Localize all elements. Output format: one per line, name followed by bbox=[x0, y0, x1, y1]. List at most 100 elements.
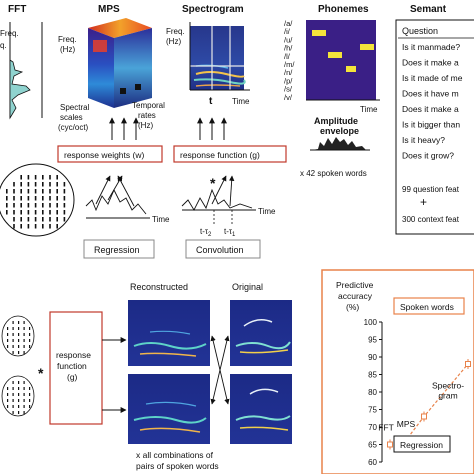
accuracy-point bbox=[387, 441, 393, 448]
recon-function-box bbox=[49, 311, 103, 425]
electrode bbox=[27, 182, 30, 187]
electrode bbox=[7, 399, 9, 402]
phoneme-labels: /a//i//u//h//l//m//n//p//s//v/ bbox=[284, 19, 295, 102]
question-item: Is it manmade? bbox=[402, 42, 460, 52]
phoneme-cell-2 bbox=[328, 52, 342, 58]
electrode bbox=[34, 196, 37, 201]
header-spectrogram: Spectrogram bbox=[182, 4, 244, 15]
y-tick-label: 95 bbox=[368, 336, 377, 345]
electrode bbox=[18, 333, 20, 336]
electrode bbox=[42, 210, 44, 215]
annotation-spectrogram: Spectro- bbox=[432, 381, 464, 391]
electrode bbox=[34, 175, 37, 180]
electrode bbox=[18, 345, 20, 348]
electrode bbox=[6, 210, 8, 215]
phoneme-count: x 42 spoken words bbox=[300, 169, 367, 178]
electrode bbox=[49, 210, 51, 215]
recon2-band-c bbox=[145, 401, 197, 407]
accuracy-regression-label: Regression bbox=[400, 440, 443, 450]
electrode bbox=[56, 196, 58, 201]
electrode bbox=[12, 339, 14, 342]
electrode bbox=[27, 196, 30, 201]
recon-function-1: response bbox=[56, 350, 91, 360]
accuracy-ylabel-2: accuracy bbox=[338, 291, 373, 301]
context-note: 300 context feat bbox=[402, 215, 460, 224]
spec-band-1 bbox=[195, 71, 245, 78]
electrode bbox=[12, 411, 14, 414]
electrode bbox=[18, 381, 20, 384]
electrode bbox=[23, 333, 25, 336]
function-box-label: response function (g) bbox=[180, 150, 260, 160]
electrode bbox=[29, 405, 31, 408]
accuracy-point bbox=[465, 361, 471, 367]
regression-arrow-3 bbox=[117, 175, 135, 207]
reconstructed-image-1 bbox=[128, 300, 210, 366]
electrode bbox=[27, 189, 30, 194]
electrode bbox=[29, 327, 31, 330]
electrode bbox=[42, 203, 44, 208]
electrode bbox=[12, 399, 14, 402]
electrode bbox=[18, 339, 20, 342]
electrode bbox=[20, 217, 22, 222]
regression-box bbox=[83, 239, 155, 259]
legend-box bbox=[393, 297, 465, 315]
convolution-arrow-2 bbox=[228, 175, 235, 207]
spec-band-4 bbox=[195, 84, 241, 87]
mps-spectral-1: Spectral bbox=[60, 103, 90, 112]
brain-small-bottom bbox=[1, 375, 35, 417]
electrode bbox=[12, 381, 14, 384]
amplitude-title-1: Amplitude bbox=[314, 116, 358, 126]
legend-label: Spoken words bbox=[400, 302, 454, 312]
phoneme-cell-3 bbox=[346, 66, 356, 72]
convolution-arrow-1 bbox=[211, 175, 227, 205]
mps-spectral-2: scales bbox=[60, 113, 83, 122]
semantic-box bbox=[395, 19, 474, 235]
electrode bbox=[20, 175, 22, 180]
phoneme-label: /p/ bbox=[284, 76, 293, 85]
electrode bbox=[18, 351, 20, 354]
phoneme-cell-1 bbox=[312, 30, 326, 36]
mps-hz-label: (Hz) bbox=[60, 45, 75, 54]
mps-temporal-1: Temporal bbox=[132, 101, 165, 110]
electrodes-small-bottom bbox=[7, 381, 31, 414]
electrode bbox=[18, 321, 20, 324]
accuracy-panel: Predictive accuracy (%) Spoken words 606… bbox=[321, 269, 474, 474]
electrode bbox=[23, 321, 25, 324]
phoneme-time-label: Time bbox=[360, 105, 378, 114]
electrode bbox=[12, 393, 14, 396]
electrode bbox=[20, 189, 22, 194]
accuracy-ylabel-3: (%) bbox=[346, 302, 359, 312]
spectrogram-panel: Freq. (Hz) t Time bbox=[166, 22, 250, 107]
recon1-band-a bbox=[133, 342, 207, 350]
electrode bbox=[23, 339, 25, 342]
electrode bbox=[23, 399, 25, 402]
electrode bbox=[56, 224, 58, 229]
y-tick-label: 70 bbox=[368, 423, 377, 432]
electrode bbox=[7, 345, 9, 348]
input-arrows bbox=[109, 117, 227, 140]
electrode bbox=[29, 333, 31, 336]
header-fft: FFT bbox=[8, 4, 26, 15]
electrode bbox=[23, 405, 25, 408]
electrode bbox=[34, 189, 37, 194]
electrode bbox=[7, 333, 9, 336]
electrode bbox=[56, 203, 58, 208]
y-tick-label: 75 bbox=[368, 406, 377, 415]
electrode bbox=[7, 387, 9, 390]
spec-t-label: t bbox=[209, 96, 213, 107]
question-item: Does it grow? bbox=[402, 151, 454, 161]
original-image-2 bbox=[230, 374, 292, 444]
phoneme-label: /h/ bbox=[284, 44, 293, 53]
electrode bbox=[49, 217, 51, 222]
mps-freq-label: Freq. bbox=[58, 35, 77, 44]
electrode bbox=[63, 182, 66, 187]
question-item: Is it bigger than bbox=[402, 120, 460, 130]
tau2-label: t-τ2 bbox=[200, 227, 212, 238]
semantic-panel: Question Is it manmade?Does it make aIs … bbox=[395, 19, 474, 235]
orig1-band-c bbox=[243, 319, 273, 327]
electrode bbox=[56, 189, 58, 194]
electrode bbox=[42, 189, 44, 194]
electrode bbox=[34, 210, 37, 215]
regression-time-label: Time bbox=[152, 215, 170, 224]
